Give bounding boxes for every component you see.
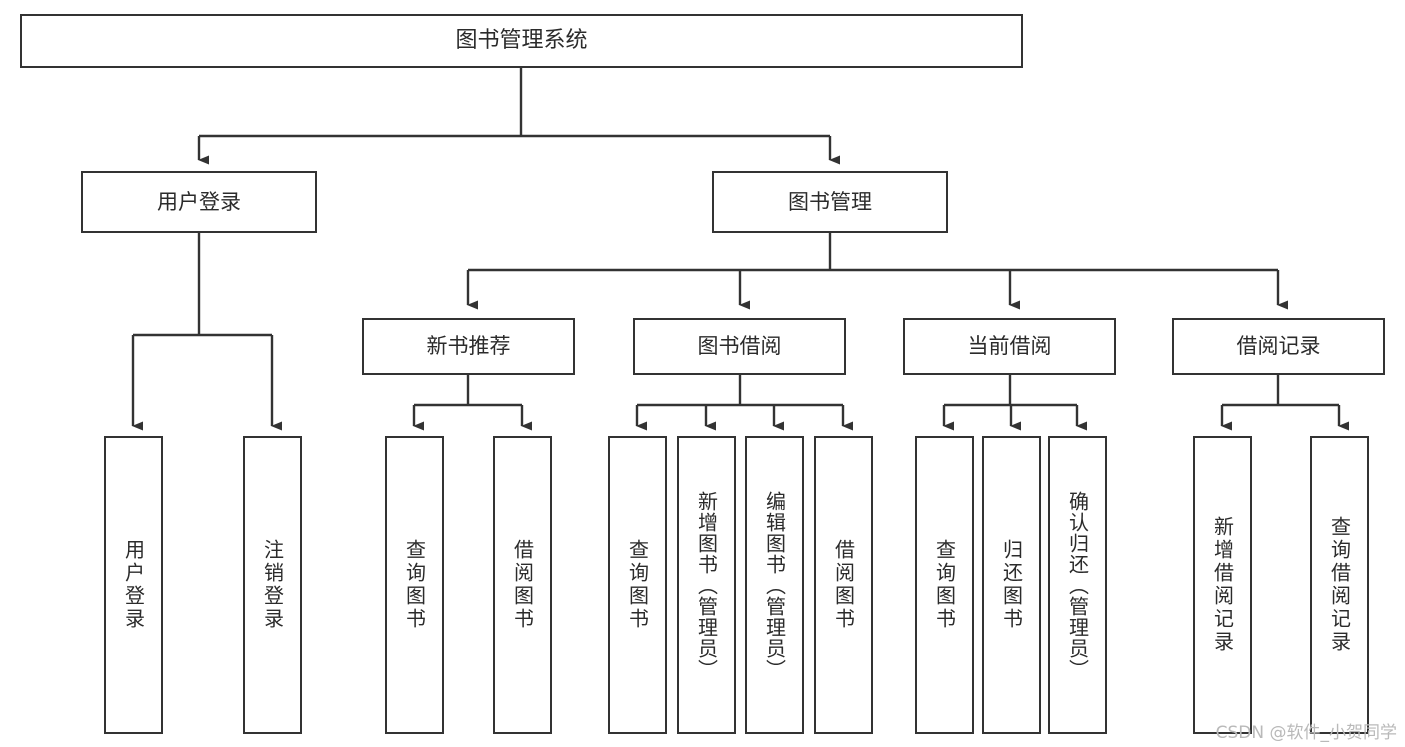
- leaf-new-book-query[interactable]: 查询图书: [385, 436, 444, 734]
- node-label: 查询图书: [932, 539, 957, 631]
- node-label: 图书借阅: [697, 334, 782, 359]
- node-label: 编辑图书（管理员）: [762, 490, 787, 680]
- node-label: 查询图书: [402, 539, 427, 631]
- node-label: 借阅图书: [510, 539, 535, 631]
- leaf-current-borrow-confirm-return[interactable]: 确认归还（管理员）: [1048, 436, 1107, 734]
- node-label: 用户登录: [121, 539, 146, 631]
- node-book-borrow[interactable]: 图书借阅: [633, 318, 846, 375]
- node-label: 注销登录: [260, 539, 285, 631]
- node-label: 借阅图书: [831, 539, 856, 631]
- leaf-book-borrow-edit[interactable]: 编辑图书（管理员）: [745, 436, 804, 734]
- leaf-new-book-borrow[interactable]: 借阅图书: [493, 436, 552, 734]
- leaf-book-borrow-add[interactable]: 新增图书（管理员）: [677, 436, 736, 734]
- node-label: 查询图书: [625, 539, 650, 631]
- node-label: 用户登录: [157, 189, 241, 214]
- node-borrow-record[interactable]: 借阅记录: [1172, 318, 1385, 375]
- node-root-system[interactable]: 图书管理系统: [20, 14, 1023, 68]
- node-label: 新增借阅记录: [1210, 516, 1235, 654]
- node-book-management[interactable]: 图书管理: [712, 171, 948, 233]
- leaf-borrow-record-add[interactable]: 新增借阅记录: [1193, 436, 1252, 734]
- node-label: 新书推荐: [426, 334, 511, 359]
- node-label: 当前借阅: [967, 334, 1052, 359]
- node-current-borrow[interactable]: 当前借阅: [903, 318, 1116, 375]
- leaf-user-login-logout[interactable]: 注销登录: [243, 436, 302, 734]
- node-label: 图书管理系统: [455, 28, 588, 54]
- leaf-borrow-record-query[interactable]: 查询借阅记录: [1310, 436, 1369, 734]
- node-new-book-recommend[interactable]: 新书推荐: [362, 318, 575, 375]
- leaf-current-borrow-return[interactable]: 归还图书: [982, 436, 1041, 734]
- leaf-user-login-login[interactable]: 用户登录: [104, 436, 163, 734]
- node-label: 查询借阅记录: [1327, 516, 1352, 654]
- leaf-book-borrow-borrow[interactable]: 借阅图书: [814, 436, 873, 734]
- node-user-login[interactable]: 用户登录: [81, 171, 317, 233]
- leaf-book-borrow-query[interactable]: 查询图书: [608, 436, 667, 734]
- node-label: 新增图书（管理员）: [694, 490, 719, 680]
- node-label: 确认归还（管理员）: [1065, 490, 1090, 680]
- node-label: 归还图书: [999, 539, 1024, 631]
- node-label: 图书管理: [788, 189, 872, 214]
- csdn-watermark: CSDN @软件_小贺同学: [1215, 723, 1397, 743]
- node-label: 借阅记录: [1236, 334, 1321, 359]
- leaf-current-borrow-query[interactable]: 查询图书: [915, 436, 974, 734]
